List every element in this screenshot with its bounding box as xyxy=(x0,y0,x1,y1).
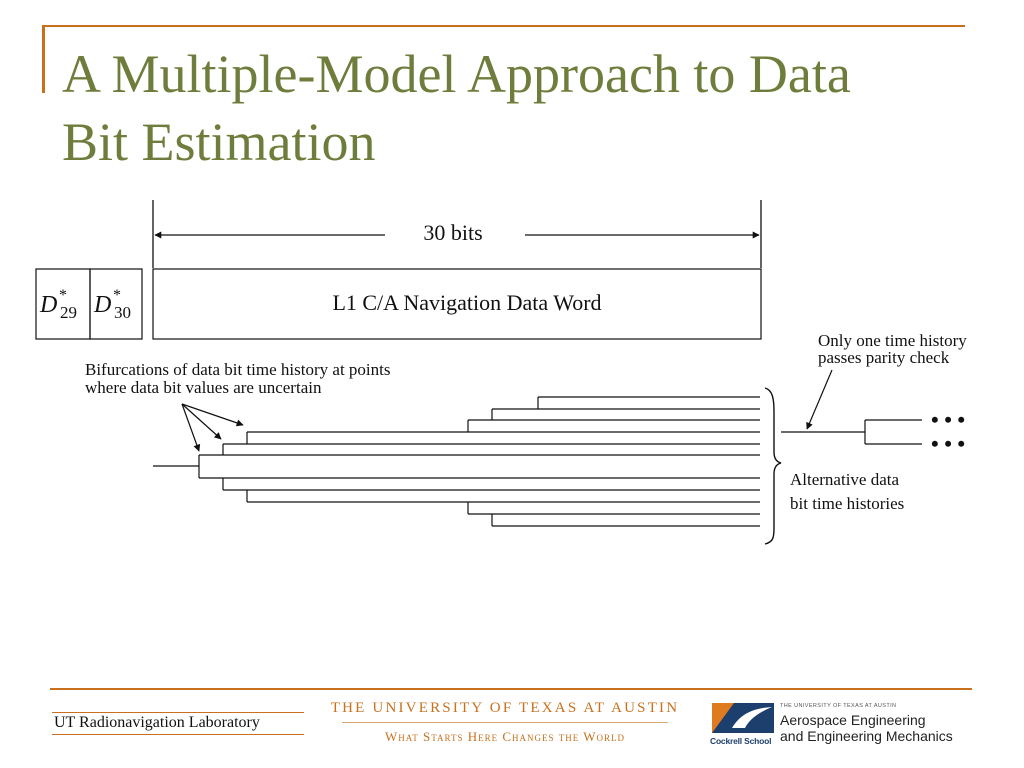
parity-check-label-line-2: passes parity check xyxy=(818,348,950,367)
cockrell-school-logo: Cockrell School xyxy=(710,703,778,749)
bifurcation-arrow-3 xyxy=(181,403,244,427)
cockrell-emblem-icon xyxy=(712,703,774,733)
bifurcation-arrow-1 xyxy=(181,403,201,452)
navigation-data-word-box xyxy=(152,268,762,340)
parity-symbol-d29: D xyxy=(39,292,57,318)
continuation-dots-top: • • • xyxy=(931,407,965,432)
navigation-data-word: L1 C/A Navigation Data Word xyxy=(152,268,762,340)
university-tagline: What Starts Here Changes the World xyxy=(384,729,626,744)
span-label: 30 bits xyxy=(423,220,482,245)
bifurcation-annotation: Bifurcations of data bit time history at… xyxy=(85,360,390,452)
continuation-dots-bottom: • • • xyxy=(931,431,965,456)
time-history-tree xyxy=(153,396,760,527)
parity-sup-d29: * xyxy=(59,287,67,304)
alternatives-label-line-2: bit time histories xyxy=(790,494,904,513)
parity-symbol-d30: D xyxy=(93,292,111,318)
department-name-line-2: and Engineering Mechanics xyxy=(780,728,953,744)
cockrell-school-label: Cockrell School xyxy=(710,736,772,746)
alternatives-label-line-1: Alternative data xyxy=(790,470,899,489)
navigation-data-word-label: L1 C/A Navigation Data Word xyxy=(332,290,601,315)
department-logo: THE UNIVERSITY OF TEXAS AT AUSTIN Aerosp… xyxy=(780,703,975,744)
bifurcation-label-line-2: where data bit values are uncertain xyxy=(85,378,322,397)
parity-check-arrow xyxy=(806,369,833,430)
alternatives-brace xyxy=(764,387,782,545)
university-name: THE UNIVERSITY OF TEXAS AT AUSTIN xyxy=(330,700,680,716)
slide-title-line-1: A Multiple-Model Approach to Data xyxy=(62,44,851,104)
department-header: THE UNIVERSITY OF TEXAS AT AUSTIN xyxy=(780,703,897,709)
parity-sup-d30: * xyxy=(113,287,121,304)
alternatives-annotation: Alternative data bit time histories xyxy=(790,470,904,513)
parity-sub-d30: 30 xyxy=(114,303,131,322)
lab-name: UT Radionavigation Laboratory xyxy=(52,712,304,735)
parity-check-annotation: Only one time history passes parity chec… xyxy=(806,331,967,430)
parity-box-d30 xyxy=(89,268,143,340)
title-top-rule xyxy=(42,25,965,27)
parity-bit-boxes: D * 29 D * 30 xyxy=(35,268,143,340)
title-accent-bar xyxy=(42,25,45,93)
department-name-line-1: Aerospace Engineering xyxy=(780,712,926,728)
university-logo: THE UNIVERSITY OF TEXAS AT AUSTIN What S… xyxy=(330,700,680,745)
parity-check-label-line-1: Only one time history xyxy=(818,331,967,350)
footer-rule xyxy=(50,688,972,690)
span-dimension: 30 bits xyxy=(152,200,762,268)
bifurcation-label-line-1: Bifurcations of data bit time history at… xyxy=(85,360,390,379)
slide-title-line-2: Bit Estimation xyxy=(62,112,376,172)
slide-title: A Multiple-Model Approach to Data Bit Es… xyxy=(62,40,962,176)
university-divider xyxy=(342,722,668,723)
bifurcation-arrow-2 xyxy=(181,403,222,440)
parity-sub-d29: 29 xyxy=(60,303,77,322)
surviving-history xyxy=(781,419,922,445)
